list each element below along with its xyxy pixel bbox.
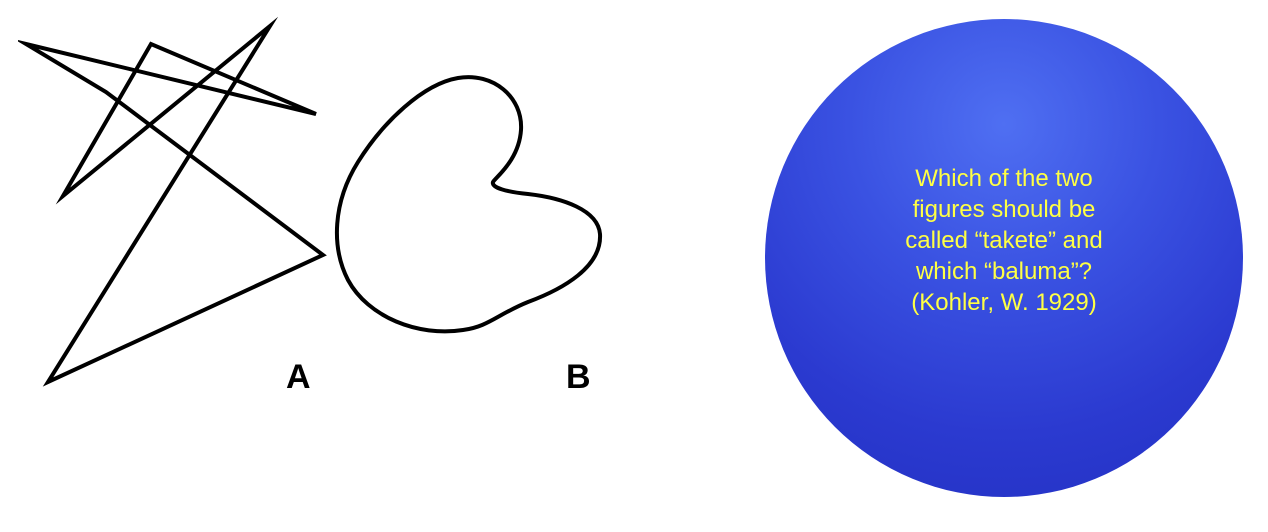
question-circle: Which of the two figures should be calle… (765, 19, 1243, 497)
figure-a-jagged-shape (18, 16, 327, 387)
figure-b-rounded-shape (334, 75, 603, 334)
question-line: Which of the two (915, 164, 1093, 192)
figure-a-label: A (286, 358, 311, 396)
figures-drawing (18, 16, 603, 387)
question-text: Which of the two figures should be calle… (854, 163, 1154, 318)
figure-b-label: B (566, 358, 591, 396)
question-line: figures should be (912, 195, 1096, 223)
figure-panel: A B (18, 12, 618, 397)
citation-line: (Kohler, W. 1929) (911, 288, 1097, 316)
question-line: called “takete” and (905, 226, 1103, 254)
question-line: which “baluma”? (915, 257, 1093, 285)
